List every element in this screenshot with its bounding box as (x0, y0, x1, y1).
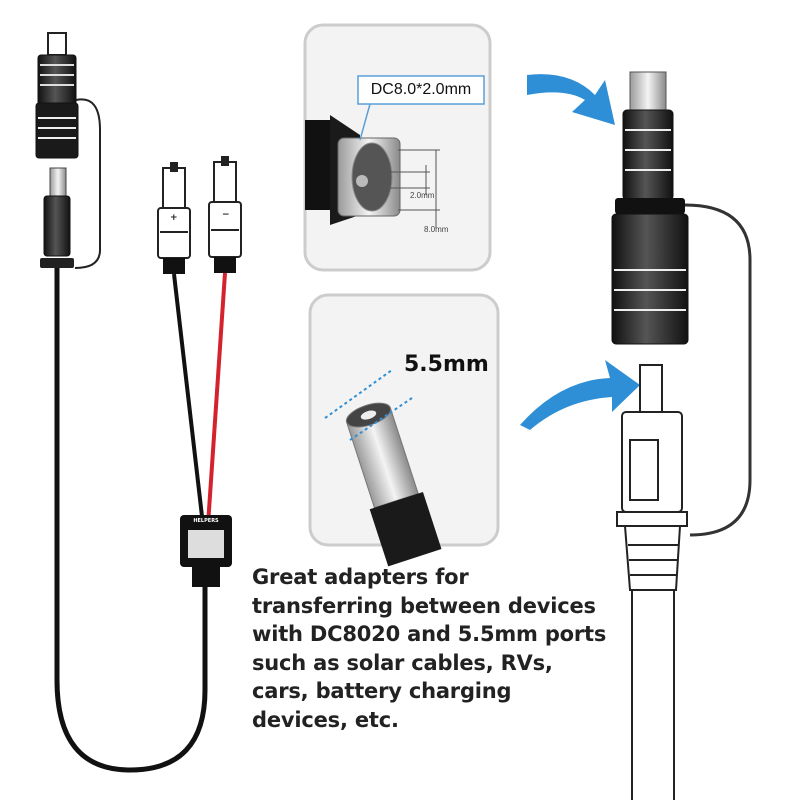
left-cable-assembly (35, 32, 242, 773)
dc8020-housing (37, 54, 77, 106)
negative-symbol: − (222, 210, 230, 220)
product-description: Great adapters for transferring between … (252, 565, 607, 732)
dc-size-label: DC8.0*2.0mm (370, 81, 472, 98)
outer-diameter-label: 8.0mm (424, 225, 449, 234)
inner-diameter-label: 2.0mm (410, 191, 435, 200)
barrel-plug-tip (49, 167, 67, 197)
solar-connector-positive (157, 162, 191, 274)
positive-symbol: + (170, 213, 178, 223)
dc8020-tip (47, 32, 67, 56)
panel-5-5mm (308, 293, 500, 567)
barrel-size-label: 5.5mm (404, 352, 489, 377)
cable-tag-label: HELPERS (193, 518, 219, 524)
solar-connector-negative (208, 156, 242, 273)
red-wire (206, 272, 227, 526)
black-wire (172, 273, 205, 526)
panel-dc8020 (303, 23, 492, 272)
arrow-top-icon (527, 74, 615, 125)
right-connector-pair (611, 71, 752, 800)
arrow-bottom-icon (520, 360, 640, 430)
